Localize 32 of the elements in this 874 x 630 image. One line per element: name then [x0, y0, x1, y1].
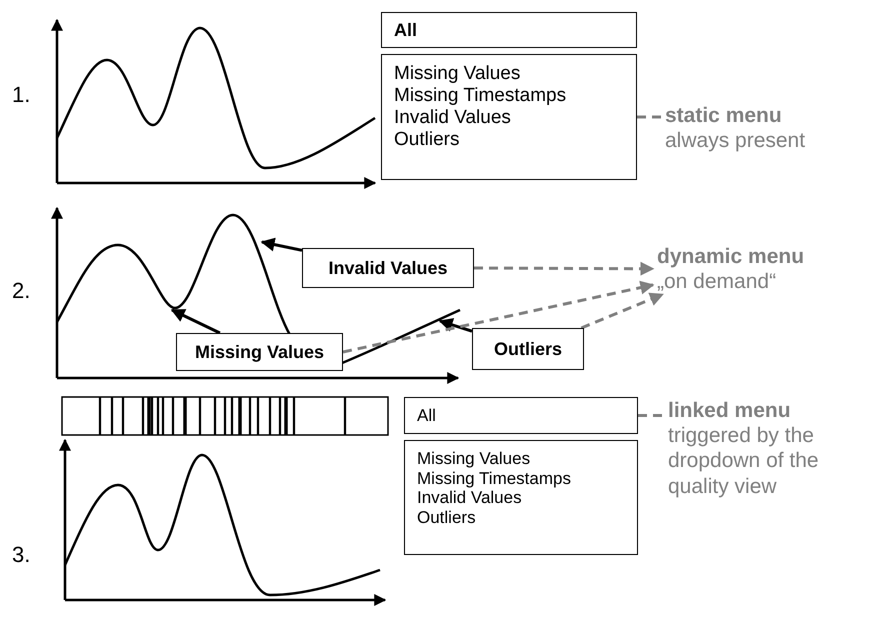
- step-number: 1.: [12, 82, 30, 108]
- arrow: [438, 318, 472, 333]
- step-number: 2.: [12, 278, 30, 304]
- menu-item: Invalid Values: [417, 488, 523, 508]
- menu-panel: [404, 440, 638, 555]
- arrow: [474, 262, 654, 276]
- arrow: [260, 238, 302, 252]
- menu-item: Missing Values: [394, 63, 522, 85]
- menu-type-description: triggered by the dropdown of the quality view: [668, 423, 820, 499]
- menu-item: Missing Timestamps: [417, 468, 572, 488]
- menu-item: Missing Timestamps: [394, 84, 568, 107]
- menu-type-description: „on demand“: [657, 269, 778, 294]
- popup-label: Outliers: [472, 328, 584, 370]
- menu-panel: [381, 54, 637, 180]
- menu-type-title: linked menu: [668, 398, 792, 424]
- menu-header: All: [381, 12, 637, 48]
- menu-item: Missing Values: [417, 449, 532, 469]
- menu-type-title: static menu: [665, 103, 783, 128]
- dashed-connector: [638, 414, 664, 417]
- arrow: [342, 280, 654, 354]
- menu-item: Outliers: [417, 508, 477, 528]
- dashed-connector: [637, 116, 661, 118]
- arrow: [580, 292, 664, 330]
- step-number: 3.: [12, 542, 30, 568]
- arrow: [170, 308, 221, 334]
- menu-header: All: [404, 397, 638, 434]
- menu-item: Invalid Values: [394, 106, 512, 129]
- menu-type-description: always present: [665, 128, 806, 154]
- menu-type-title: dynamic menu: [657, 244, 804, 270]
- popup-label: Invalid Values: [302, 248, 474, 288]
- menu-item: Outliers: [394, 128, 460, 150]
- popup-label: Missing Values: [176, 333, 343, 371]
